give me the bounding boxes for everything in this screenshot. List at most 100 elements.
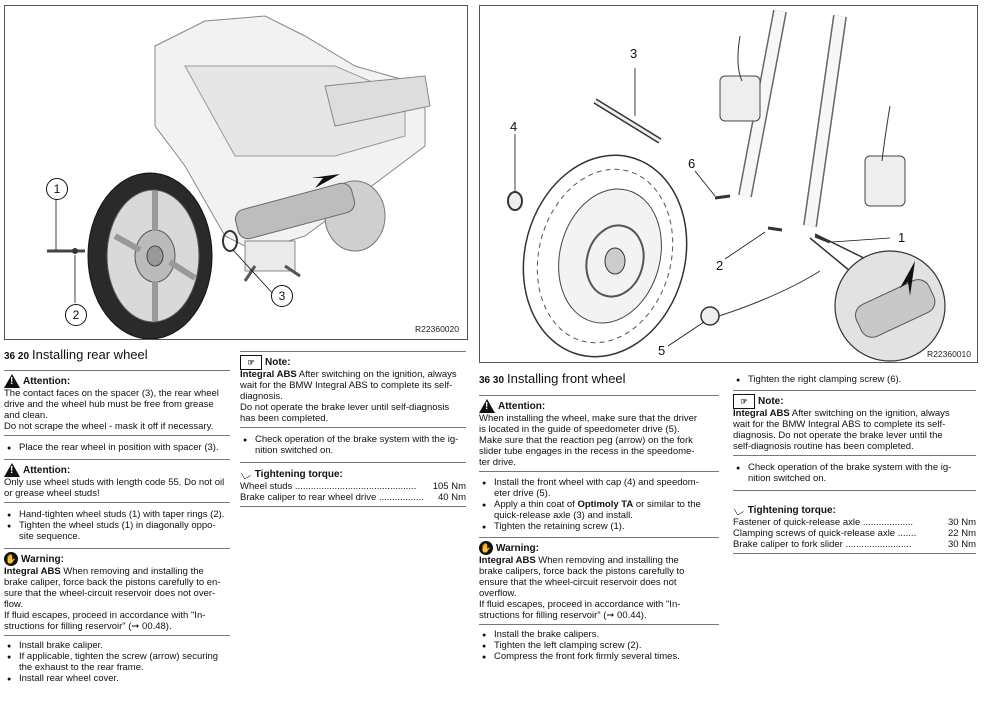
section-title-text: Installing rear wheel xyxy=(32,347,148,362)
list-item: Install rear wheel cover. xyxy=(7,673,230,685)
note-text-line: diagnosis. xyxy=(240,391,283,402)
torque-dots: ................. xyxy=(376,492,424,503)
warning-hand-icon: ✋ xyxy=(4,552,18,566)
note-text-line: Do not operate the brake lever until sel… xyxy=(240,402,450,413)
torque-title: Tightening torque: xyxy=(254,468,343,480)
torque-dots: ................... xyxy=(860,517,914,528)
attention-icon xyxy=(4,374,20,388)
list-item: Place the rear wheel in position with sp… xyxy=(7,442,230,454)
rear-wheel-notes: ☞Note: Integral ABS After switching on t… xyxy=(237,348,466,510)
warning-text-line: structions for filling reservoir" (➞ 00.… xyxy=(4,621,172,632)
note-lead: Integral ABS xyxy=(733,408,790,419)
warning-text-line: When removing and installing the xyxy=(535,555,679,566)
callout-2: 2 xyxy=(65,304,87,326)
front-wheel-notes: Tighten the right clamping screw (6). ☞N… xyxy=(730,374,976,557)
list-item: Hand-tighten wheel studs (1) with taper … xyxy=(7,509,230,521)
list-item-text: Apply a thin coat of xyxy=(494,499,578,510)
warning-title: Warning: xyxy=(496,542,539,554)
torque-label: Clamping screws of quick-release axle xyxy=(733,528,896,539)
attention-title: Attention: xyxy=(498,400,546,412)
list-item: Tighten the right clamping screw (6). xyxy=(736,374,976,386)
attention-text-line: ter drive. xyxy=(479,457,516,468)
note-icon: ☞ xyxy=(733,393,755,409)
warning-lead: Integral ABS xyxy=(479,555,536,566)
callout-1: 1 xyxy=(898,230,906,245)
list-item: Compress the front fork firmly several t… xyxy=(482,651,719,663)
figure-reference: R22360020 xyxy=(415,324,459,334)
attention-text-line: Make sure that the reaction peg (arrow) … xyxy=(479,435,693,446)
list-item-text: or similar to the quick-release axle (3)… xyxy=(494,499,701,521)
note-text-line: wait for the BMW Integral ABS to complet… xyxy=(733,419,946,430)
warning-lead: Integral ABS xyxy=(4,566,61,577)
attention-text-line: drive and the wheel hub must be free fro… xyxy=(4,399,214,410)
torque-dots: ......................... xyxy=(842,539,912,550)
callout-5: 5 xyxy=(658,343,666,358)
torque-wrench-icon: ∟ xyxy=(730,500,748,519)
attention-text-line: Only use wheel studs with length code 55… xyxy=(4,477,225,488)
list-item: Tighten the left clamping screw (2). xyxy=(482,640,719,652)
callout-4: 4 xyxy=(510,119,518,134)
attention-icon xyxy=(4,463,20,477)
rear-wheel-illustration xyxy=(47,15,431,339)
warning-text-line: sure that the wheel-circuit reservoir do… xyxy=(4,588,216,599)
list-item: Apply a thin coat of Optimoly TA or simi… xyxy=(482,499,719,521)
figure-reference: R22360010 xyxy=(927,349,971,359)
attention-text-line: When installing the wheel, make sure tha… xyxy=(479,413,698,424)
warning-hand-icon: ✋ xyxy=(479,541,493,555)
note-text-line: wait for the BMW Integral ABS to complet… xyxy=(240,380,453,391)
torque-value: 30 Nm xyxy=(948,539,976,550)
torque-row: Fastener of quick-release axle .........… xyxy=(733,517,976,528)
rear-wheel-figure: 1 2 3 R22360020 xyxy=(4,5,468,340)
torque-title: Tightening torque: xyxy=(747,504,836,516)
front-wheel-figure: 3 4 6 2 5 1 R22360010 xyxy=(479,5,978,363)
list-item: If applicable, tighten the screw (arrow)… xyxy=(7,651,230,673)
attention-text-line: slider tube engages in the recess in the… xyxy=(479,446,695,457)
torque-label: Wheel studs xyxy=(240,481,293,492)
note-text-line: diagnosis. Do not operate the brake leve… xyxy=(733,430,943,441)
attention-text-line: or grease wheel studs! xyxy=(4,488,100,499)
note-text-line: After switching on the ignition, always xyxy=(789,408,950,419)
section-number: 36 30 xyxy=(479,375,505,386)
list-item: Install the front wheel with cap (4) and… xyxy=(482,477,719,499)
torque-label: Brake caliper to fork slider xyxy=(733,539,843,550)
torque-value: 30 Nm xyxy=(948,517,976,528)
torque-row: Clamping screws of quick-release axle ..… xyxy=(733,528,976,539)
list-item: Install the brake calipers. xyxy=(482,629,719,641)
callout-3: 3 xyxy=(630,46,638,61)
product-name: Optimoly TA xyxy=(577,499,634,510)
torque-value: 105 Nm xyxy=(432,481,466,492)
note-text-line: has been completed. xyxy=(240,413,329,424)
torque-row: Brake caliper to fork slider ...........… xyxy=(733,539,976,550)
torque-wrench-icon: ∟ xyxy=(237,464,255,483)
attention-text-line: Do not scrape the wheel - mask it off if… xyxy=(4,421,214,432)
callout-2: 2 xyxy=(716,258,724,273)
warning-text-line: overflow. xyxy=(479,588,517,599)
note-title: Note: xyxy=(265,356,291,368)
callout-3: 3 xyxy=(271,285,293,307)
warning-text-line: brake caliper, force back the pistons ca… xyxy=(4,577,221,588)
torque-row: Wheel studs ............................… xyxy=(240,481,466,492)
callout-1: 1 xyxy=(46,178,68,200)
section-number: 36 20 xyxy=(4,351,30,362)
torque-row: Brake caliper to rear wheel drive ......… xyxy=(240,492,466,503)
warning-text-line: If fluid escapes, proceed in accordance … xyxy=(4,610,206,621)
note-title: Note: xyxy=(758,395,784,407)
attention-title: Attention: xyxy=(23,375,71,387)
warning-text-line: brake calipers, force back the pistons c… xyxy=(479,566,685,577)
list-item: Install brake caliper. xyxy=(7,640,230,652)
warning-text-line: When removing and installing the xyxy=(60,566,204,577)
note-text-line: self-diagnosis routine has been complete… xyxy=(733,441,914,452)
torque-label: Brake caliper to rear wheel drive xyxy=(240,492,377,503)
torque-value: 40 Nm xyxy=(438,492,466,503)
warning-text-line: structions for filling reservoir" (➞ 00.… xyxy=(479,610,647,621)
torque-label: Fastener of quick-release axle xyxy=(733,517,861,528)
torque-dots: ....... xyxy=(895,528,917,539)
front-wheel-instructions: Attention: When installing the wheel, ma… xyxy=(479,392,719,666)
note-icon: ☞ xyxy=(240,354,262,370)
list-item: Check operation of the brake system with… xyxy=(736,462,976,484)
list-item: Check operation of the brake system with… xyxy=(243,434,466,456)
rear-wheel-instructions: Attention: The contact faces on the spac… xyxy=(4,367,230,688)
warning-text-line: ensure that the wheel-circuit reservoir … xyxy=(479,577,677,588)
note-lead: Integral ABS xyxy=(240,369,297,380)
